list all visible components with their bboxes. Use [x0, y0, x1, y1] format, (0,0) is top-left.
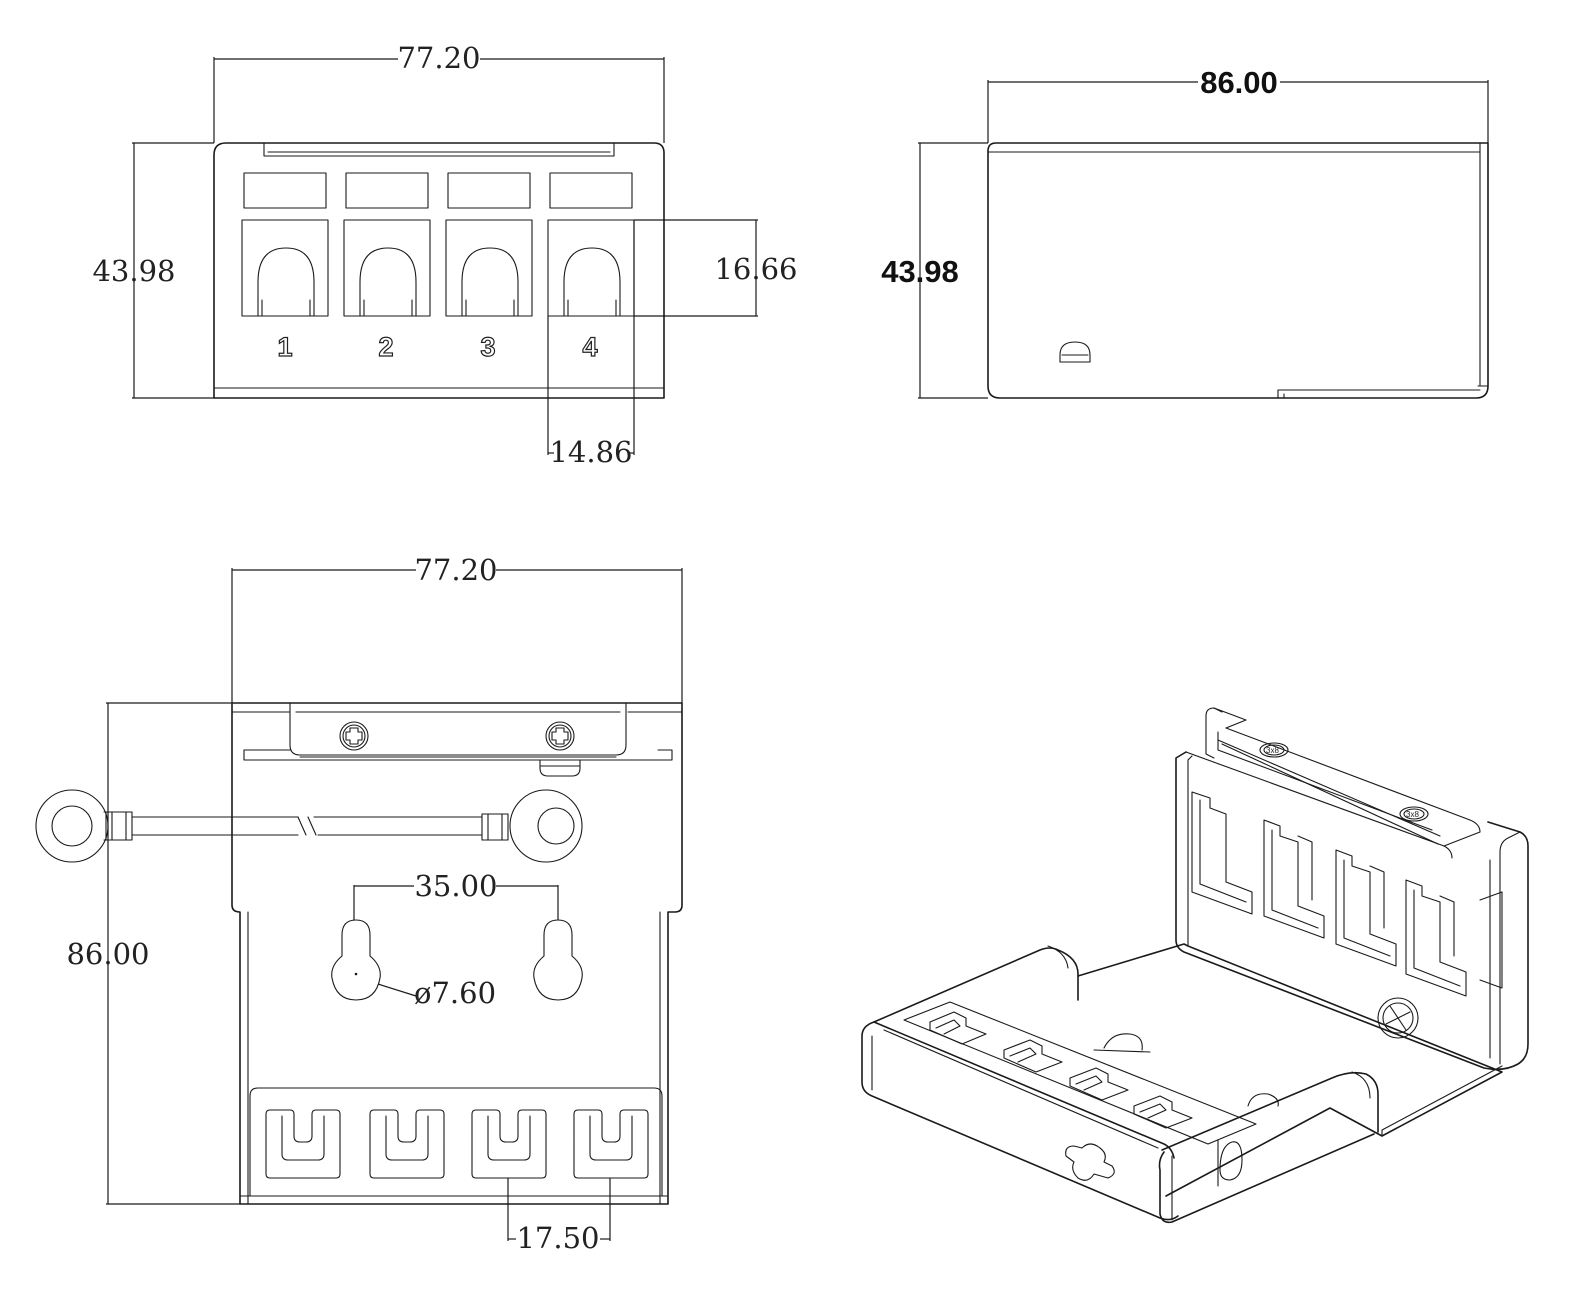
u-slot-3 [471, 1109, 547, 1179]
keyhole-right [533, 919, 583, 1001]
screw-left [339, 721, 369, 751]
iso-front-block [861, 945, 1379, 1224]
top-width-dimension: 77.20 [231, 553, 683, 703]
bottom-terminal-block [249, 1087, 663, 1197]
iso-top-rail: 3x8 3x8 [1205, 707, 1481, 847]
slot-height-dimension: 16.66 [634, 219, 798, 317]
slot-width-dimension: 14.86 [547, 220, 635, 469]
terminal-opening-1 [241, 219, 329, 317]
front-height-dimension: 43.98 [92, 142, 214, 399]
side-mounting-hole [1059, 341, 1091, 363]
u-slot-1 [265, 1109, 341, 1179]
terminal-opening-2 [343, 219, 431, 317]
iso-screw-label-2: 3x8 [1406, 810, 1419, 819]
slot-pitch-dimension: 17.50 [507, 1178, 611, 1255]
hole-spacing-label: 35.00 [414, 869, 497, 903]
top-depth-dimension: 86.00 [66, 702, 240, 1205]
front-body-outline [213, 142, 665, 399]
top-flange [231, 702, 683, 777]
side-body-outline [987, 142, 1489, 399]
iso-rear-wall [1175, 751, 1529, 1071]
iso-base-plate [1077, 943, 1503, 1197]
keyhole-left [331, 919, 381, 1001]
hole-spacing-dimension: 35.00 [353, 869, 559, 920]
label-windows [243, 172, 633, 209]
terminal-number-3: 3 [480, 332, 495, 362]
u-slot-4 [573, 1109, 649, 1179]
terminal-number-4: 4 [582, 332, 597, 362]
terminal-opening-4 [547, 219, 635, 317]
top-plate-outline [231, 702, 683, 1205]
screw-right [545, 721, 575, 751]
side-view: 86.00 43.98 [881, 65, 1489, 399]
iso-rear-windows [1191, 791, 1503, 997]
top-view: 77.20 86.00 35.00 ø7.60 17.50 [35, 553, 683, 1255]
front-height-label: 43.98 [92, 254, 175, 288]
front-width-dimension: 77.20 [213, 41, 665, 143]
iso-ground-screw [1377, 997, 1419, 1039]
front-width-label: 77.20 [397, 41, 480, 75]
terminal-number-2: 2 [378, 332, 393, 362]
ground-wire [35, 789, 583, 863]
side-width-label: 86.00 [1200, 65, 1278, 100]
front-view: 1 2 3 4 77.20 43.98 16.66 [92, 41, 797, 469]
front-top-lip [263, 142, 615, 157]
side-height-dimension: 43.98 [881, 142, 988, 399]
isometric-view: 3x8 3x8 [861, 707, 1529, 1224]
side-width-dimension: 86.00 [987, 65, 1489, 143]
side-height-label: 43.98 [881, 254, 959, 289]
slot-width-label: 14.86 [549, 435, 632, 469]
hole-diameter-dimension: ø7.60 [377, 976, 496, 1010]
terminal-opening-3 [445, 219, 533, 317]
top-depth-label: 86.00 [66, 937, 149, 971]
slot-pitch-label: 17.50 [516, 1221, 599, 1255]
top-width-label: 77.20 [414, 553, 497, 587]
slot-height-label: 16.66 [714, 252, 797, 286]
terminal-number-1: 1 [277, 332, 292, 362]
u-slot-2 [369, 1109, 445, 1179]
iso-screw-label-1: 3x8 [1266, 746, 1279, 755]
hole-diameter-label: ø7.60 [414, 976, 496, 1010]
terminal-openings [241, 219, 635, 317]
